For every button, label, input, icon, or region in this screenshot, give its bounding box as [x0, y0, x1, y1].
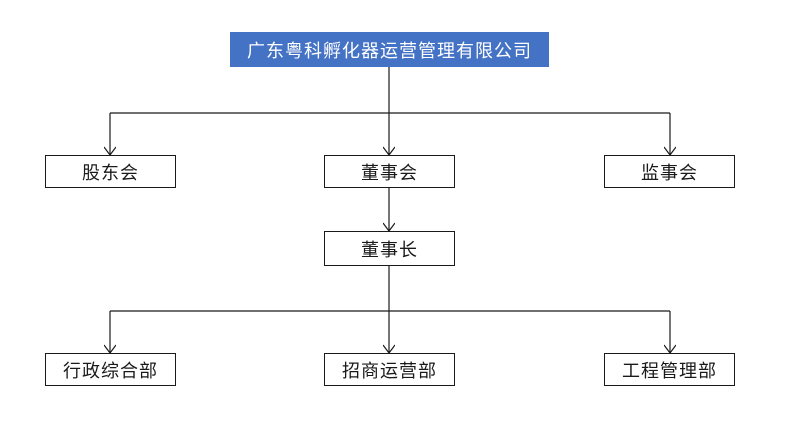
investment-operations-department-box: 招商运营部 [324, 353, 455, 386]
board-of-supervisors-box: 监事会 [604, 155, 735, 188]
chairman-label: 董事长 [361, 239, 418, 261]
root-company-box: 广东粤科孵化器运营管理有限公司 [230, 32, 549, 67]
shareholders-meeting-box: 股东会 [45, 155, 176, 188]
board-of-directors-label: 董事会 [361, 162, 418, 184]
board-of-directors-box: 董事会 [324, 155, 455, 188]
investment-operations-department-label: 招商运营部 [342, 360, 437, 382]
admin-department-box: 行政综合部 [45, 353, 176, 386]
root-company-label: 广东粤科孵化器运营管理有限公司 [247, 40, 532, 62]
board-of-supervisors-label: 监事会 [641, 162, 698, 184]
chairman-box: 董事长 [324, 231, 455, 266]
engineering-management-department-box: 工程管理部 [604, 353, 735, 386]
shareholders-meeting-label: 股东会 [82, 162, 139, 184]
engineering-management-department-label: 工程管理部 [622, 360, 717, 382]
admin-department-label: 行政综合部 [63, 360, 158, 382]
